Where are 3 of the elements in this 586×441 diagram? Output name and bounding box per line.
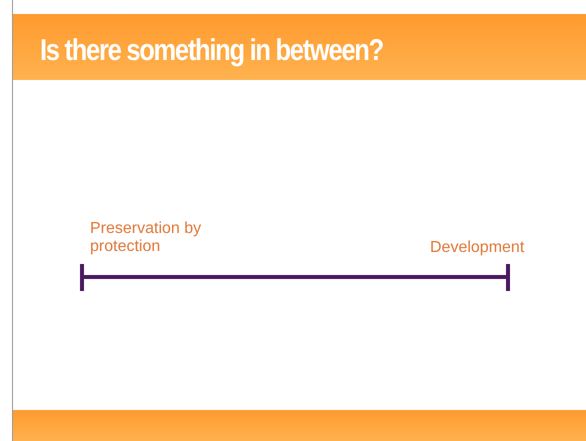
slide-title: Is there something in between?: [40, 34, 383, 68]
scale-end-label: Development: [430, 239, 524, 257]
scale-end-label: Preservation by protection: [90, 220, 202, 256]
